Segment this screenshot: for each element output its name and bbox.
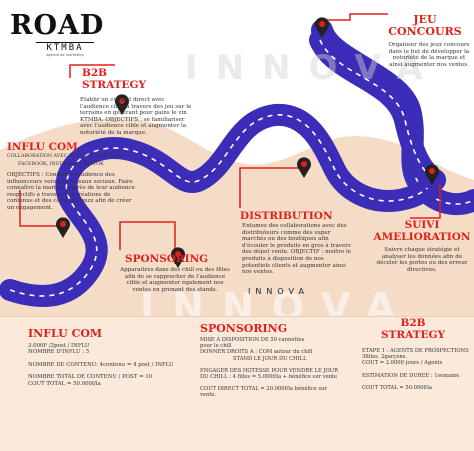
bottom-line: DU CHILL : 4 filles = 5.000f/la + bénéfi…	[200, 374, 338, 381]
beige-zone	[0, 118, 474, 316]
bottom-b2b-title-line2: STRATEGY	[381, 328, 445, 341]
bottom-line: COUT TOTAL = 50.000f/la	[362, 384, 432, 391]
bottom-sponsoring-lines: MISE A DISPOSITION DE 50 cannettes pour …	[200, 337, 360, 399]
pin-icon	[425, 164, 439, 185]
jeu-concours-title-line2: CONCOURS	[388, 25, 462, 38]
page-title: ROAD	[10, 10, 105, 41]
connector-influ	[19, 190, 60, 227]
section-divider	[0, 316, 474, 317]
influ-com-title: INFLU COM	[7, 141, 78, 153]
road	[319, 39, 436, 181]
pin-icon	[314, 17, 329, 38]
jeu-concours-text: Organiser des jeux concours dans le but …	[388, 42, 470, 68]
bottom-line: COUT TOTAL = 50.000f/la	[28, 380, 101, 387]
pin-icon	[55, 217, 70, 238]
influ-com-subtitle: COLLABORATION AVEC DES INFLUENCEURS	[7, 154, 124, 159]
b2b-text: Etablir un contact direct avec l'audienc…	[80, 97, 192, 136]
bottom-line: NOMBRE TOTAL DE CONTENU / POST = 10	[28, 374, 153, 381]
brand-tagline: agence de marketing	[46, 53, 84, 57]
bottom-b2b-title-line1: B2B	[400, 317, 426, 329]
b2b-title-line1: B2B	[82, 67, 108, 79]
bottom-line: ESTIMATION DE DUREE : 1semaine	[362, 372, 460, 379]
b2b-title-line2: STRATEGY	[82, 78, 146, 91]
connector-sponsoring	[119, 221, 176, 264]
innova-logo: INNOVA	[248, 287, 309, 296]
jeu-concours-title: JEU CONCOURS	[385, 14, 465, 38]
bottom-line: NOMBRE DE CONTENU: 4contenu = 4 post / I…	[28, 361, 174, 368]
pin-icon	[171, 247, 186, 268]
bottom-line: COUT = 2.000f/ jours / Agents	[362, 360, 443, 367]
bottom-influ-com-lines: 3.000F /2post / INFLU NOMBRE D'INFLU : 5…	[28, 343, 178, 387]
bottom-line: STAND LE JOUR DU CHILL	[200, 355, 307, 362]
pin-icon	[297, 157, 311, 178]
bottom-line: ENGAGER DES HOTESSE POUR VENDRE LE JOUR	[200, 367, 339, 374]
connector-distribution	[239, 167, 300, 208]
connector-b2b	[69, 64, 115, 78]
distribution-title: DISTRIBUTION	[240, 210, 333, 222]
bottom-sponsoring-title: SPONSORING	[200, 322, 288, 335]
bottom-line: COUT DIRECT TOTAL = 20.000f/la bénéfice …	[200, 386, 327, 393]
bottom-line: MISE A DISPOSITION DE 50 cannettes	[200, 337, 305, 343]
connector-jeu	[322, 13, 388, 21]
pin-icon	[115, 94, 129, 115]
budget-section	[0, 316, 474, 451]
sponsoring-title: SPONSORING	[125, 253, 209, 265]
suivi-title-line2: AMELIORATION	[373, 230, 471, 243]
bottom-b2b-lines: ETAPE 1 : AGENTS DE PROSPECTIONS 3filles…	[362, 348, 470, 391]
influ-com-platforms: FACEBOOK, INSTAGRAM, TIKTOK	[18, 162, 104, 167]
bottom-line: NOMBRE D'INFLU : 5	[28, 349, 90, 356]
influ-com-text: OBJECTIFS : Convertir l'audience des inf…	[7, 172, 135, 211]
b2b-title: B2B STRATEGY	[82, 67, 146, 91]
bottom-line: ETAPE 1 : AGENTS DE PROSPECTIONS	[362, 348, 469, 354]
bottom-line: pour le chill	[200, 343, 232, 350]
brand-logo: KTMBA agence de marketing	[36, 42, 94, 57]
road	[0, 103, 446, 307]
bottom-b2b-title: B2B STRATEGY	[378, 317, 448, 341]
bottom-line: 3.000F /2post / INFLU	[28, 343, 90, 349]
connectors	[19, 13, 441, 264]
watermark: INNOVA	[185, 48, 441, 88]
bottom-line: DONNER DROITS A : COM autour du chill	[200, 349, 313, 356]
suivi-text: Suivre chaque stratégie et analyser les …	[376, 247, 468, 273]
brand-name: KTMBA	[36, 42, 94, 53]
road-map-background	[0, 13, 474, 316]
bottom-line: 3filles. 2garçons.	[362, 354, 407, 361]
suivi-title-line1: SUIVI	[404, 219, 440, 231]
connector-suivi	[410, 185, 441, 219]
bottom-influ-com-title: INFLU COM	[28, 327, 103, 340]
bottom-line: vente.	[200, 392, 217, 399]
jeu-concours-title-line1: JEU	[413, 13, 437, 26]
sponsoring-text: Apparaitres dans des chill ou des fêtes …	[120, 267, 230, 293]
suivi-title: SUIVI AMELIORATION	[372, 219, 472, 243]
distribution-text: Entamez des collaborations avec des dist…	[242, 223, 352, 276]
